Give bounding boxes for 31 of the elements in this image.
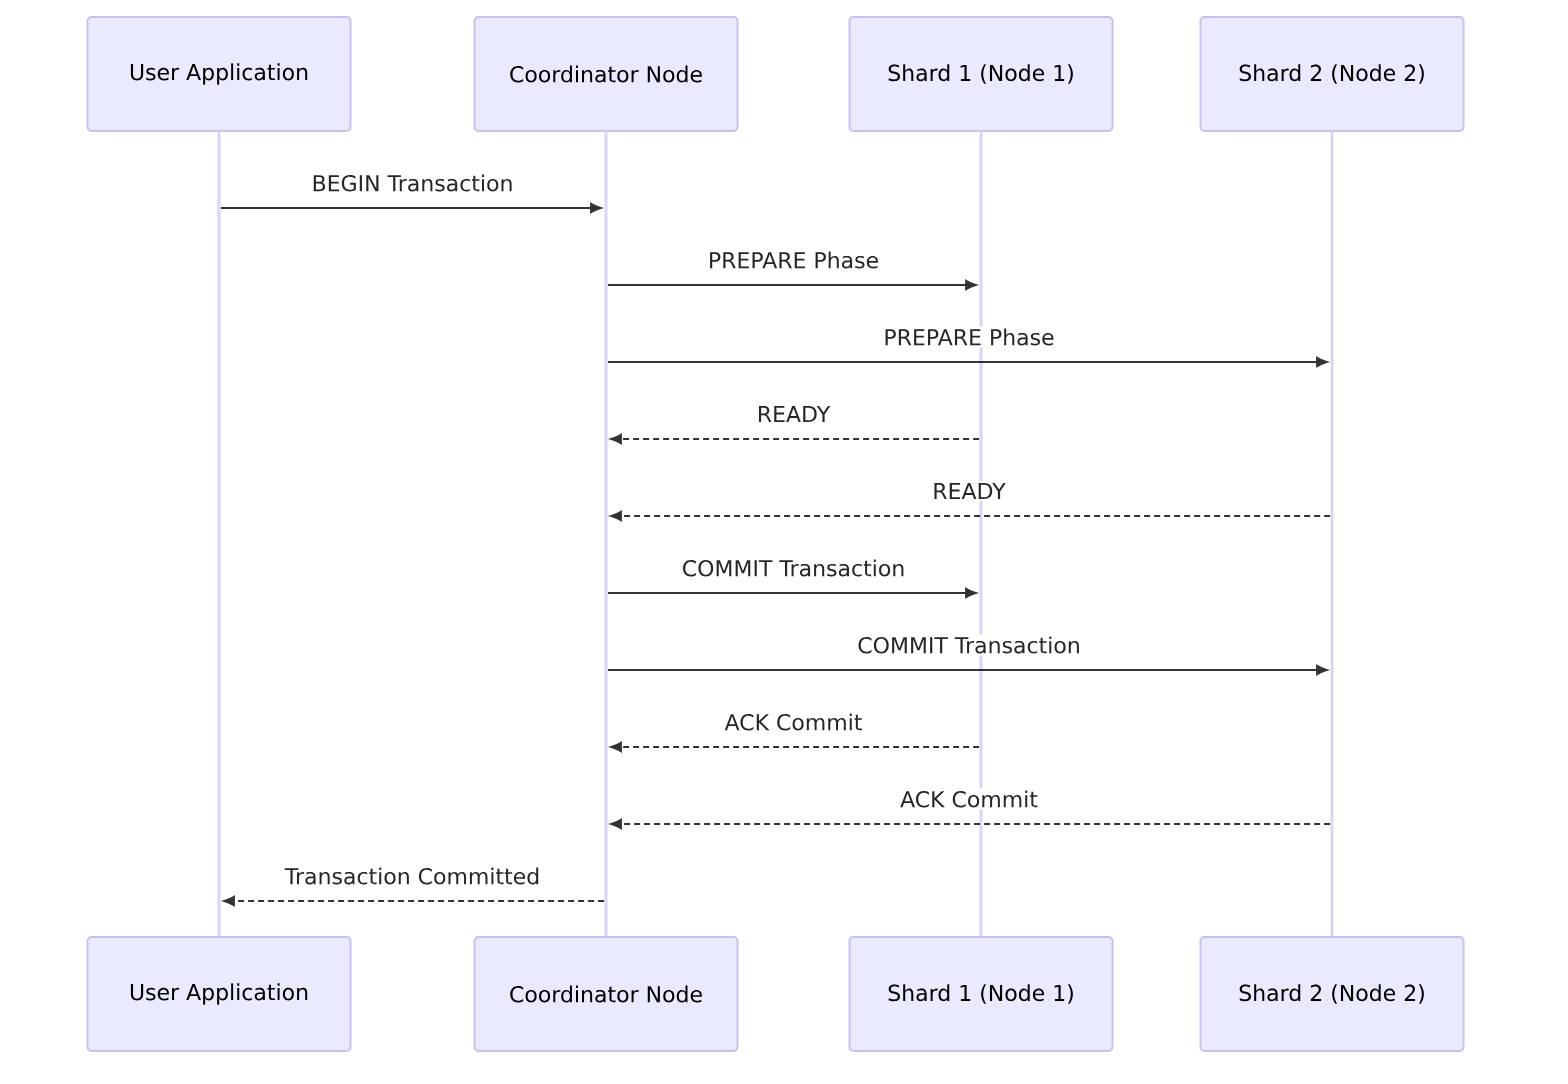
participant-box: User Application <box>86 936 352 1052</box>
arrow <box>610 818 1332 830</box>
edge-label: READY <box>754 404 833 425</box>
edge-label: COMMIT Transaction <box>855 634 1083 656</box>
arrow <box>606 356 1328 368</box>
lifeline <box>604 131 608 937</box>
edge-label: PREPARE Phase <box>705 249 882 271</box>
arrow <box>223 895 606 907</box>
arrow <box>606 587 977 599</box>
participant-box: Shard 2 (Node 2) <box>1199 16 1465 132</box>
arrow <box>610 510 1332 522</box>
arrow <box>610 433 981 445</box>
arrow <box>606 664 1328 676</box>
edge-label: COMMIT Transaction <box>679 557 908 579</box>
participant-box: Shard 2 (Node 2) <box>1199 936 1465 1052</box>
edge-label: ACK Commit <box>722 711 865 733</box>
participant-box: Shard 1 (Node 1) <box>848 936 1114 1052</box>
edge-label: Transaction Committed <box>282 865 543 887</box>
participant-box: Coordinator Node <box>473 16 739 132</box>
participant-box: Shard 1 (Node 1) <box>848 16 1114 132</box>
edge-label: READY <box>930 481 1008 502</box>
edge-label: PREPARE Phase <box>881 326 1057 348</box>
arrow <box>606 279 977 291</box>
edge-label: BEGIN Transaction <box>309 172 516 194</box>
edge-label: ACK Commit <box>898 788 1040 810</box>
lifeline <box>1330 131 1334 937</box>
participant-box: Coordinator Node <box>473 936 739 1052</box>
arrow <box>219 202 602 214</box>
arrow <box>610 741 981 753</box>
lifeline <box>217 131 221 937</box>
participant-box: User Application <box>86 16 352 132</box>
